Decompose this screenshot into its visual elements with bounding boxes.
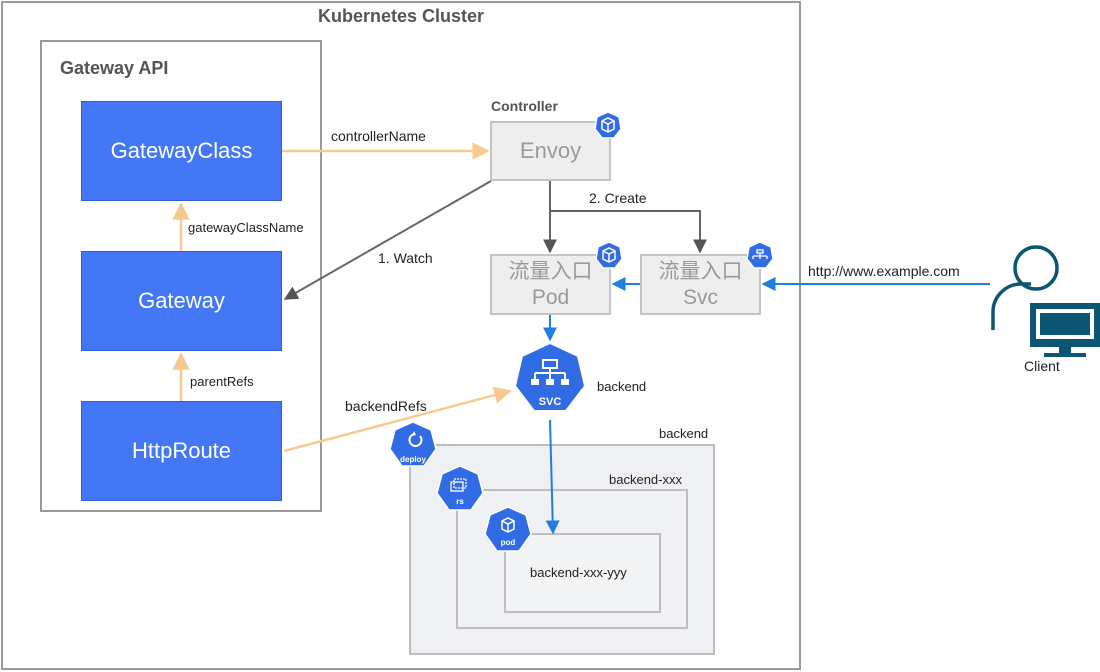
envoy-node[interactable]: Envoy	[490, 121, 611, 181]
entry-svc-icon	[746, 241, 774, 269]
gateway-api-title: Gateway API	[60, 58, 169, 78]
entry-pod-node[interactable]: 流量入口 Pod	[490, 254, 611, 315]
pod-group	[504, 533, 661, 613]
gateway-class-name-label: gatewayClassName	[188, 220, 304, 235]
backend-svc-icon	[513, 341, 587, 412]
backend-svc-label: backend	[597, 379, 647, 394]
client-label: Client	[1024, 358, 1060, 374]
entry-svc-node[interactable]: 流量入口 Svc	[640, 254, 761, 315]
svc-icon-text: SVC	[538, 396, 562, 408]
deploy-icon-text: deploy	[400, 455, 426, 464]
envoy-pod-icon	[594, 111, 622, 139]
client-icon	[991, 245, 1100, 357]
entry-pod-line1: 流量入口	[508, 260, 593, 284]
parent-refs-label: parentRefs	[190, 374, 254, 389]
url-label: http://www.example.com	[808, 263, 960, 279]
replicaset-icon	[436, 465, 484, 511]
entry-svc-line2: Svc	[682, 285, 718, 309]
pod-label: backend-xxx-yyy	[530, 565, 627, 580]
create-label: 2. Create	[589, 190, 647, 206]
rs-icon-text: rs	[456, 497, 464, 506]
backend-pod-icon	[484, 506, 532, 552]
edge-watch	[283, 180, 492, 300]
gateway-class-node[interactable]: GatewayClass	[81, 101, 282, 201]
edge-backend-refs	[283, 386, 512, 453]
edge-svc-backend-pod	[545, 419, 560, 535]
http-route-node[interactable]: HttpRoute	[81, 401, 282, 501]
edge-create-svc	[550, 210, 707, 254]
replicaset-label: backend-xxx	[609, 472, 682, 487]
controller-name-label: controllerName	[331, 128, 426, 144]
gateway-node[interactable]: Gateway	[81, 251, 282, 351]
backend-refs-label: backendRefs	[345, 398, 427, 414]
watch-label: 1. Watch	[378, 250, 433, 266]
cluster-title: Kubernetes Cluster	[317, 6, 485, 26]
entry-pod-line2: Pod	[531, 285, 570, 309]
deploy-label: backend	[659, 426, 709, 441]
entry-pod-icon	[595, 241, 623, 269]
entry-svc-line1: 流量入口	[658, 260, 743, 284]
deploy-icon	[389, 421, 437, 467]
pod-icon-text: pod	[500, 538, 516, 547]
controller-title: Controller	[491, 98, 558, 114]
